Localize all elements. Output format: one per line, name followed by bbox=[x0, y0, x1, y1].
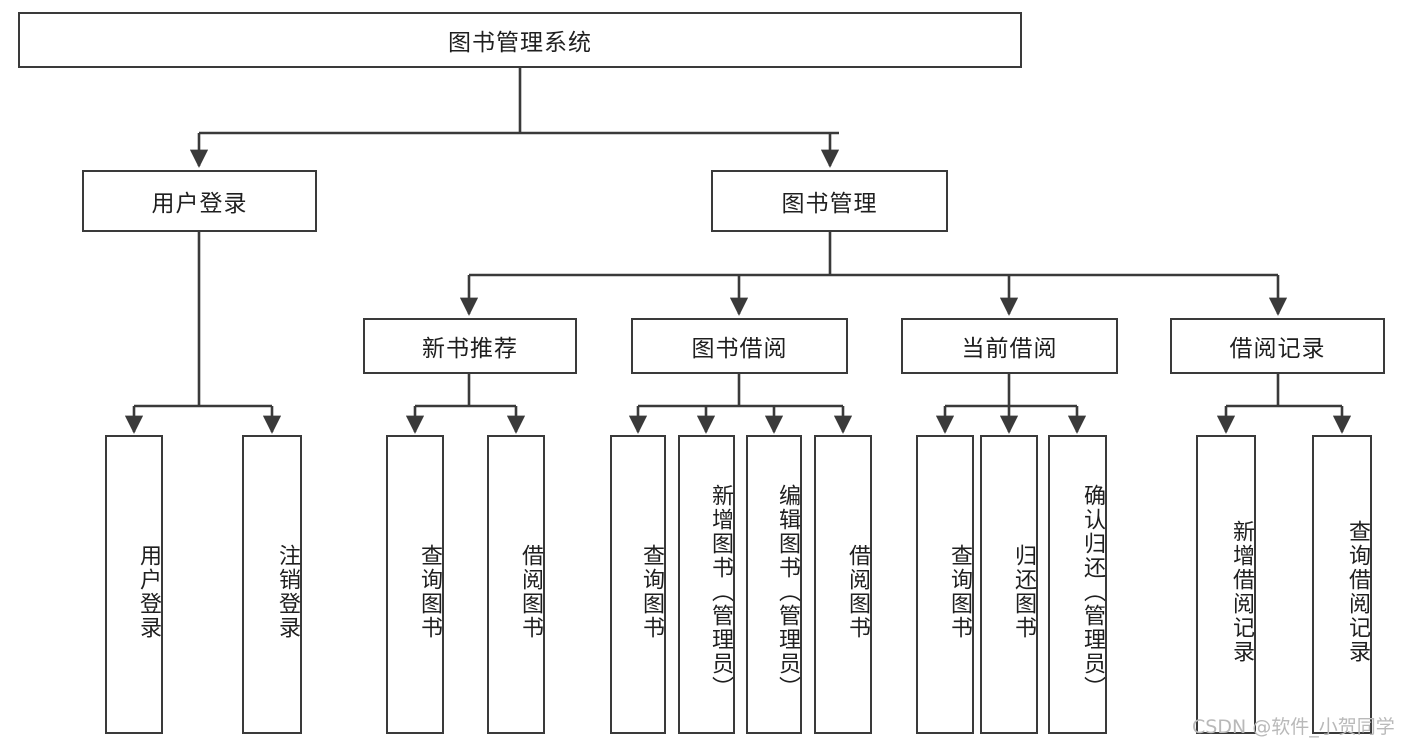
node-user-login[interactable]: 用户登录 bbox=[82, 170, 317, 232]
node-label: 编辑图书（管理员） bbox=[775, 483, 800, 700]
node-leaf-add-borrow-record[interactable]: 新增借阅记录 bbox=[1196, 435, 1256, 734]
node-label: 当前借阅 bbox=[961, 336, 1058, 362]
node-leaf-logout[interactable]: 注销登录 bbox=[242, 435, 302, 734]
node-label: 确认归还（管理员） bbox=[1080, 483, 1105, 700]
node-label: 新增借阅记录 bbox=[1229, 519, 1254, 664]
node-leaf-add-book-admin[interactable]: 新增图书（管理员） bbox=[678, 435, 735, 734]
node-leaf-query-book-recommend[interactable]: 查询图书 bbox=[386, 435, 444, 734]
node-label: 图书管理 bbox=[781, 191, 878, 217]
node-label: 新增图书（管理员） bbox=[708, 483, 733, 700]
node-leaf-edit-book-admin[interactable]: 编辑图书（管理员） bbox=[746, 435, 802, 734]
node-leaf-query-book-borrow[interactable]: 查询图书 bbox=[610, 435, 666, 734]
node-label: 用户登录 bbox=[136, 543, 161, 640]
node-leaf-borrow-book-recommend[interactable]: 借阅图书 bbox=[487, 435, 545, 734]
node-label: 用户登录 bbox=[151, 191, 248, 217]
node-label: 图书管理系统 bbox=[448, 30, 592, 56]
node-label: 新书推荐 bbox=[422, 336, 518, 362]
node-leaf-query-book-current[interactable]: 查询图书 bbox=[916, 435, 974, 734]
node-leaf-borrow-book[interactable]: 借阅图书 bbox=[814, 435, 872, 734]
node-leaf-user-login[interactable]: 用户登录 bbox=[105, 435, 163, 734]
node-label: 查询图书 bbox=[417, 543, 442, 640]
node-label: 查询借阅记录 bbox=[1345, 519, 1370, 664]
node-label: 借阅图书 bbox=[845, 543, 870, 640]
node-label: 图书借阅 bbox=[691, 336, 788, 362]
node-label: 查询图书 bbox=[947, 543, 972, 640]
node-label: 查询图书 bbox=[639, 543, 664, 640]
node-borrow-record[interactable]: 借阅记录 bbox=[1170, 318, 1385, 374]
csdn-watermark: CSDN @软件_小贺同学 bbox=[1192, 716, 1395, 738]
node-book-borrow[interactable]: 图书借阅 bbox=[631, 318, 848, 374]
node-book-management[interactable]: 图书管理 bbox=[711, 170, 948, 232]
node-label: 注销登录 bbox=[275, 543, 300, 640]
node-leaf-confirm-return-admin[interactable]: 确认归还（管理员） bbox=[1048, 435, 1107, 734]
node-leaf-query-borrow-record[interactable]: 查询借阅记录 bbox=[1312, 435, 1372, 734]
node-root-system[interactable]: 图书管理系统 bbox=[18, 12, 1022, 68]
node-label: 借阅图书 bbox=[518, 543, 543, 640]
node-leaf-return-book[interactable]: 归还图书 bbox=[980, 435, 1038, 734]
node-label: 归还图书 bbox=[1011, 543, 1036, 640]
node-new-book-recommend[interactable]: 新书推荐 bbox=[363, 318, 577, 374]
node-current-borrow[interactable]: 当前借阅 bbox=[901, 318, 1118, 374]
node-label: 借阅记录 bbox=[1229, 336, 1326, 362]
